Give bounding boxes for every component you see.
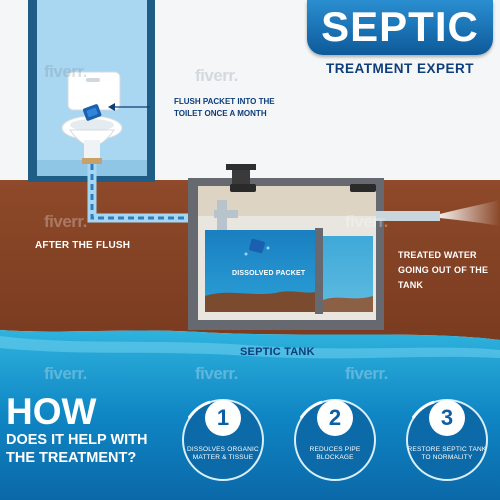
step-1-number: 1 xyxy=(216,405,230,430)
watermark: fiverr. xyxy=(345,364,388,383)
packet-arrow xyxy=(108,103,150,111)
page-subtitle: TREATMENT EXPERT xyxy=(325,61,474,76)
dissolved-packet-label: DISSOLVED PACKET xyxy=(232,270,306,277)
water-highlight xyxy=(0,336,500,359)
how-title: HOW xyxy=(6,391,97,432)
step-3-text: RESTORE SEPTIC TANK TO NORMALITY xyxy=(407,446,487,461)
after-flush-label: AFTER THE FLUSH xyxy=(35,240,131,251)
septic-tank xyxy=(188,164,384,330)
watermark: fiverr. xyxy=(195,364,238,383)
septic-tank-label: SEPTIC TANK xyxy=(240,346,315,358)
watermark: fiverr. xyxy=(195,66,238,85)
treated-water-label: TREATED WATER GOING OUT OF THE TANK xyxy=(398,250,489,290)
dissolved-packet xyxy=(244,238,270,256)
how-subtitle-line: DOES IT HELP WITH xyxy=(6,432,148,448)
step-circles xyxy=(182,399,488,481)
title-badge: SEPTIC xyxy=(307,0,493,55)
outflow-pipe xyxy=(376,200,500,226)
how-subtitle-line: THE TREATMENT? xyxy=(6,450,137,466)
watermark: fiverr. xyxy=(44,62,87,81)
step-2-text: REDUCES PIPE BLOCKAGE xyxy=(309,446,361,461)
drain-pipe xyxy=(87,164,232,223)
watermark: fiverr. xyxy=(44,212,87,231)
step-1-text: DISSOLVES ORGANIC MATTER & TISSUE xyxy=(187,446,259,461)
tank-divider xyxy=(315,228,323,314)
page-title: SEPTIC xyxy=(321,3,479,50)
watermark: fiverr. xyxy=(345,212,388,231)
step-2-number: 2 xyxy=(328,405,342,430)
step-3-number: 3 xyxy=(440,405,454,430)
flush-packet xyxy=(82,104,102,121)
toilet xyxy=(61,71,123,164)
flush-packet-label: FLUSH PACKET INTO THE TOILET ONCE A MONT… xyxy=(174,97,275,118)
watermark: fiverr. xyxy=(44,364,87,383)
